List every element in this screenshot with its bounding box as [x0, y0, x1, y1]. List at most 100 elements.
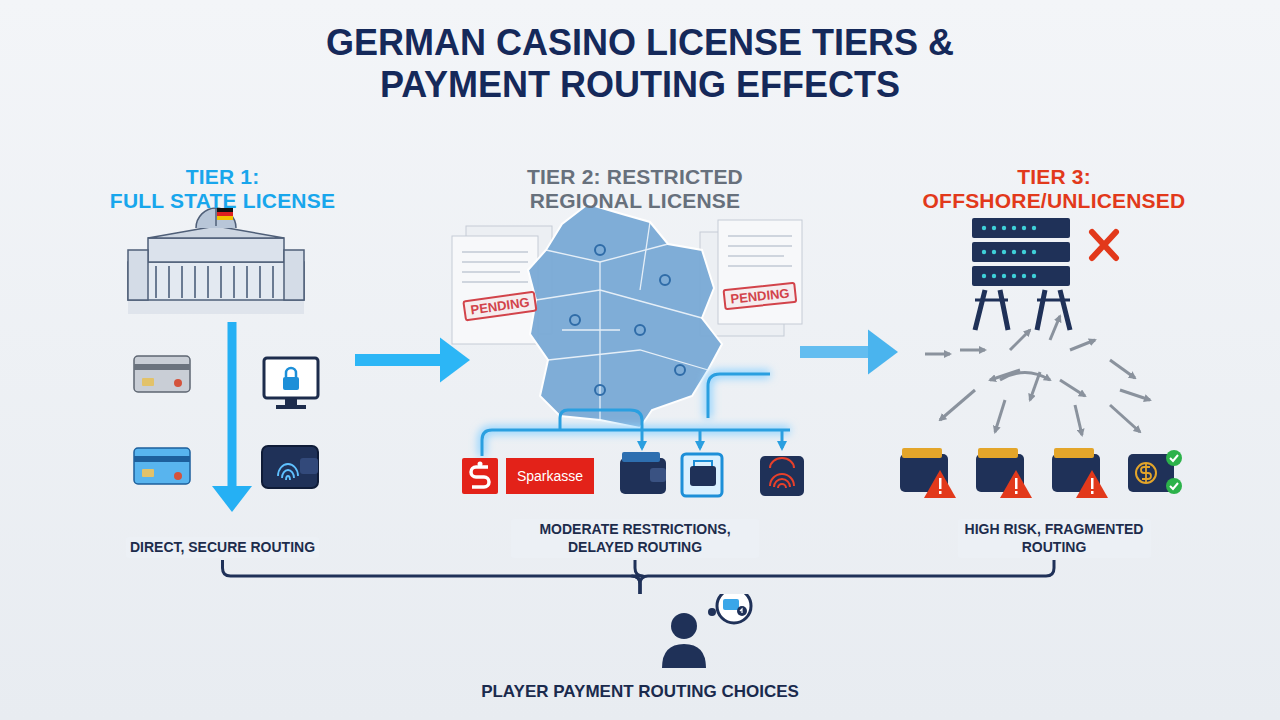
- parliament-building: [233, 266, 235, 298]
- risky-wallet: [1015, 478, 1018, 489]
- risky-wallet: [1091, 478, 1094, 489]
- tier-heading: TIER 3:: [1017, 165, 1091, 189]
- verified-wallet: [1141, 464, 1151, 482]
- biometric-wallet: [262, 446, 318, 488]
- secure-monitor: [264, 358, 318, 398]
- mobile-wallet: [682, 454, 722, 496]
- secure-route-arrow: [228, 322, 237, 488]
- player-icon: [717, 594, 751, 623]
- fragmented-routes: [995, 400, 1005, 432]
- pending-documents: [728, 245, 792, 247]
- credit-card: [134, 364, 190, 370]
- bank-name: Sparkasse: [517, 468, 583, 484]
- pending-documents: [462, 261, 528, 263]
- parliament-building: [272, 266, 274, 298]
- germany-map: [536, 290, 702, 318]
- routing-caption: MODERATE RESTRICTIONS, DELAYED ROUTING: [511, 519, 759, 558]
- pending-documents: [728, 265, 792, 267]
- parliament-building: [284, 250, 304, 300]
- risky-wallet: [924, 470, 956, 498]
- germany-map: [570, 245, 685, 395]
- bracket-line: [640, 560, 1054, 594]
- credit-card: [134, 356, 190, 392]
- germany-map: [562, 329, 620, 330]
- player-label: PLAYER PAYMENT ROUTING CHOICES: [481, 682, 799, 706]
- wallet: [622, 452, 660, 462]
- player-icon: [671, 613, 697, 639]
- secure-monitor: [264, 358, 318, 409]
- pending-documents: [718, 220, 802, 324]
- wallet: [620, 452, 666, 494]
- verified-wallet: [1170, 455, 1178, 461]
- arrow-glow: [355, 349, 440, 371]
- verified-wallet: [1170, 483, 1178, 489]
- regional-routes: [708, 374, 770, 418]
- biometric-wallet: [760, 456, 804, 496]
- tier-heading: FULL STATE LICENSE: [110, 189, 335, 213]
- pending-documents: [462, 251, 528, 253]
- tier-heading: TIER 2: RESTRICTED: [527, 165, 743, 189]
- offshore-server: [1092, 232, 1116, 258]
- offshore-server: [982, 250, 986, 254]
- tier-heading: REGIONAL LICENSE: [530, 189, 741, 213]
- mobile-wallet: [682, 454, 722, 496]
- parliament-building: [194, 266, 196, 298]
- offshore-server: [1032, 226, 1036, 230]
- offshore-server: [992, 250, 996, 254]
- parliament-building: [220, 266, 222, 298]
- offshore-server: [1002, 250, 1006, 254]
- player-icon: [740, 609, 742, 613]
- regional-routes: [699, 430, 702, 448]
- pending-documents: [462, 281, 528, 283]
- offshore-server: [1002, 226, 1006, 230]
- tier-heading: OFFSHORE/UNLICENSED: [923, 189, 1186, 213]
- offshore-server: [972, 242, 1070, 262]
- arrow-head: [440, 338, 470, 383]
- credit-card: [174, 379, 182, 387]
- fragmented-routes: [1060, 380, 1085, 396]
- fragmented-routes: [1070, 340, 1095, 350]
- parliament-building: [128, 300, 304, 314]
- germany-map: [660, 275, 670, 285]
- germany-map: [595, 245, 605, 255]
- parliament-building: [168, 266, 170, 298]
- parliament-building: [148, 238, 284, 262]
- sparkasse-logo: [462, 458, 498, 494]
- connector: [355, 338, 470, 383]
- germany-map: [640, 222, 650, 290]
- risky-wallet: [900, 448, 1108, 498]
- secure-monitor: [283, 377, 299, 390]
- regional-routes: [630, 410, 642, 448]
- connector: [800, 330, 898, 375]
- arrow-glow: [800, 341, 868, 363]
- offshore-server: [1022, 226, 1026, 230]
- connector: [640, 560, 1054, 594]
- germany-map: [528, 204, 722, 428]
- credit-card: [134, 356, 190, 392]
- parliament-building: [128, 250, 148, 300]
- secure-route-arrow: [212, 486, 252, 512]
- germany-map: [599, 262, 600, 420]
- offshore-server: [1022, 274, 1026, 278]
- diagram-title: GERMAN CASINO LICENSE TIERS & PAYMENT RO…: [305, 22, 975, 107]
- player-icon: [737, 606, 747, 616]
- arrow-shaft: [355, 354, 440, 366]
- pending-documents: [452, 236, 538, 344]
- parliament-building: [181, 266, 183, 298]
- offshore-server: [1012, 274, 1016, 278]
- sparkasse-logo: [478, 462, 483, 467]
- offshore-server: [1032, 250, 1036, 254]
- offshore-server: [992, 226, 996, 230]
- risky-wallet: [939, 491, 942, 494]
- offshore-server: [982, 274, 986, 278]
- germany-map: [595, 385, 605, 395]
- fragmented-routes: [1000, 373, 1050, 381]
- pending-documents: [462, 252, 528, 282]
- debit-card: [142, 469, 154, 477]
- pending-documents: [728, 235, 792, 237]
- risky-wallet: [902, 448, 942, 458]
- parliament-building: [156, 266, 273, 298]
- player-icon: [723, 599, 739, 610]
- tier-heading: TIER 1:: [186, 165, 260, 189]
- pending-documents: [728, 255, 784, 257]
